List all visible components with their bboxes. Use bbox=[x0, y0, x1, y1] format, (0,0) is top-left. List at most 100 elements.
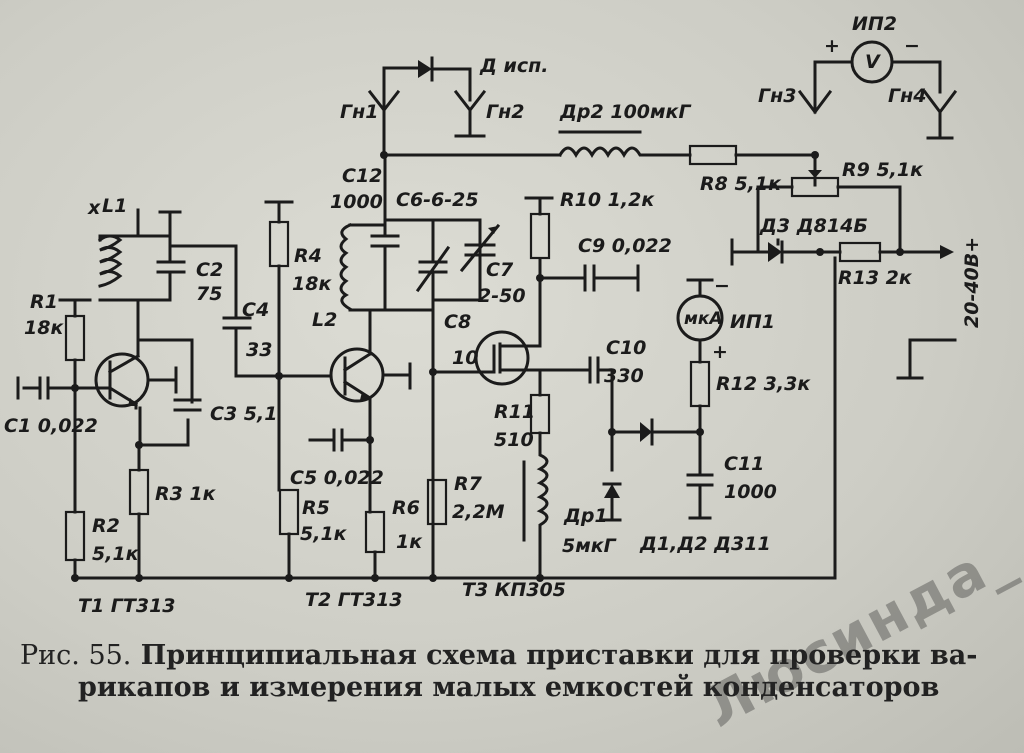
label-c5: C5 0,022 bbox=[290, 467, 384, 489]
label-ip2-plus: + bbox=[824, 35, 840, 57]
label-c12-value: 1000 bbox=[330, 191, 383, 213]
label-gn3: Гн3 bbox=[758, 85, 796, 107]
label-r2: R2 bbox=[92, 515, 120, 537]
label-x: x bbox=[87, 197, 101, 219]
jack-gn1 bbox=[367, 66, 420, 157]
resistor-r3 bbox=[128, 468, 150, 516]
label-r4: R4 bbox=[294, 245, 322, 267]
label-supply: 20-40В+ bbox=[961, 237, 983, 328]
capacitor-c2 bbox=[136, 234, 186, 302]
label-r11-value: 510 bbox=[494, 429, 534, 451]
figure-caption: Рис. 55. Принципиальная схема приставки … bbox=[20, 640, 1010, 704]
label-ip2: ИП2 bbox=[852, 13, 897, 35]
label-r6: R6 bbox=[392, 497, 420, 519]
choke-dr1 bbox=[536, 431, 549, 580]
label-c2-value: 75 bbox=[196, 283, 222, 305]
label-r11: R11 bbox=[494, 401, 535, 423]
resistor-r8 bbox=[688, 144, 738, 166]
label-ip2-minus: − bbox=[904, 35, 920, 57]
label-r12: R12 3,3к bbox=[716, 373, 811, 395]
label-c8: C8 bbox=[444, 311, 471, 333]
resistor-r2 bbox=[64, 510, 86, 562]
transistor-t1 bbox=[94, 352, 150, 408]
diode-d1 bbox=[604, 484, 620, 498]
capacitor-c7 bbox=[431, 223, 501, 302]
resistor-r13 bbox=[838, 241, 882, 263]
jack-gn3 bbox=[797, 60, 854, 115]
label-t3: T3 КП305 bbox=[462, 579, 566, 601]
junction-dots bbox=[71, 151, 904, 582]
capacitor-c12 bbox=[370, 153, 400, 312]
label-r10: R10 1,2к bbox=[560, 189, 655, 211]
label-r3: R3 1к bbox=[155, 483, 217, 505]
component-labels: x L1 C2 75 R1 18к C1 0,022 C3 5,1 R3 1к … bbox=[4, 13, 983, 617]
resistor-r7 bbox=[426, 478, 448, 526]
diode-d2 bbox=[640, 422, 652, 442]
label-t2: T2 ГТ313 bbox=[305, 589, 403, 611]
resistor-r4 bbox=[268, 220, 290, 268]
label-c10-value: 330 bbox=[604, 365, 644, 387]
label-ip1-plus: + bbox=[712, 341, 728, 363]
capacitor-c3 bbox=[138, 398, 202, 447]
caption-prefix: Рис. 55. bbox=[20, 640, 132, 671]
stage-t3 bbox=[383, 196, 724, 580]
label-r8: R8 5,1к bbox=[700, 173, 782, 195]
label-c12: C12 bbox=[342, 165, 382, 187]
label-node-10: 10 bbox=[452, 347, 478, 369]
label-r9: R9 5,1к bbox=[842, 159, 924, 181]
transistor-t2 bbox=[329, 347, 385, 403]
label-dr1: Др1 bbox=[563, 505, 608, 527]
capacitor-c8 bbox=[415, 245, 451, 580]
label-c3: C3 5,1 bbox=[210, 403, 277, 425]
label-dr2: Др2 100мкГ bbox=[559, 101, 691, 123]
transistor-t3 bbox=[474, 330, 530, 386]
diode-d3 bbox=[768, 242, 782, 262]
resistor-r12 bbox=[689, 360, 711, 408]
label-c4-value: 33 bbox=[246, 339, 272, 361]
label-r6-value: 1к bbox=[396, 531, 423, 553]
label-dr1-value: 5мкГ bbox=[562, 535, 617, 557]
capacitor-c11 bbox=[686, 430, 714, 520]
coil-l1 bbox=[97, 208, 140, 342]
label-voltmeter-v: V bbox=[865, 51, 881, 73]
resistor-r5 bbox=[278, 488, 300, 536]
caption-line-1: Принципиальная схема приставки для прове… bbox=[140, 640, 978, 671]
label-c7-value: 2-50 bbox=[478, 285, 526, 307]
resistor-r10 bbox=[529, 212, 551, 260]
choke-dr2 bbox=[557, 146, 692, 159]
label-t1: T1 ГТ313 bbox=[78, 595, 176, 617]
capacitor-c10 bbox=[588, 356, 614, 472]
label-ip1-minus: − bbox=[714, 275, 730, 297]
label-l1: L1 bbox=[102, 195, 127, 217]
label-r4-value: 18к bbox=[292, 273, 332, 295]
resistor-r6 bbox=[364, 510, 386, 554]
label-r1: R1 bbox=[30, 291, 58, 313]
coil-l2 bbox=[339, 223, 435, 312]
label-microammeter: мкА bbox=[684, 309, 723, 329]
label-l2: L2 bbox=[312, 309, 337, 331]
label-r2-value: 5,1к bbox=[92, 543, 140, 565]
label-c11: C11 bbox=[724, 453, 764, 475]
ground-rail bbox=[76, 256, 837, 580]
label-d3: Д3 Д814Б bbox=[759, 215, 868, 237]
diode-under-test bbox=[418, 60, 432, 78]
label-d-test: Д исп. bbox=[479, 55, 548, 77]
label-ip1: ИП1 bbox=[730, 311, 775, 333]
label-c4: C4 bbox=[242, 299, 269, 321]
capacitor-c9 bbox=[538, 264, 640, 292]
label-r5-value: 5,1к bbox=[300, 523, 348, 545]
label-r1-value: 18к bbox=[24, 317, 64, 339]
capacitor-c5 bbox=[308, 428, 372, 452]
label-gn2: Гн2 bbox=[486, 101, 524, 123]
label-r7: R7 bbox=[454, 473, 483, 495]
circuit-diagram: x L1 C2 75 R1 18к C1 0,022 C3 5,1 R3 1к … bbox=[4, 13, 983, 617]
label-c9: C9 0,022 bbox=[578, 235, 672, 257]
label-r5: R5 bbox=[302, 497, 330, 519]
label-c1: C1 0,022 bbox=[4, 415, 98, 437]
caption-line-2: рикапов и измерения малых емкостей конде… bbox=[78, 672, 940, 703]
label-d1-d2: Д1,Д2 Д311 bbox=[639, 533, 771, 555]
resistor-r1 bbox=[64, 314, 86, 362]
label-c2: C2 bbox=[196, 259, 223, 281]
label-gn1: Гн1 bbox=[340, 101, 378, 123]
